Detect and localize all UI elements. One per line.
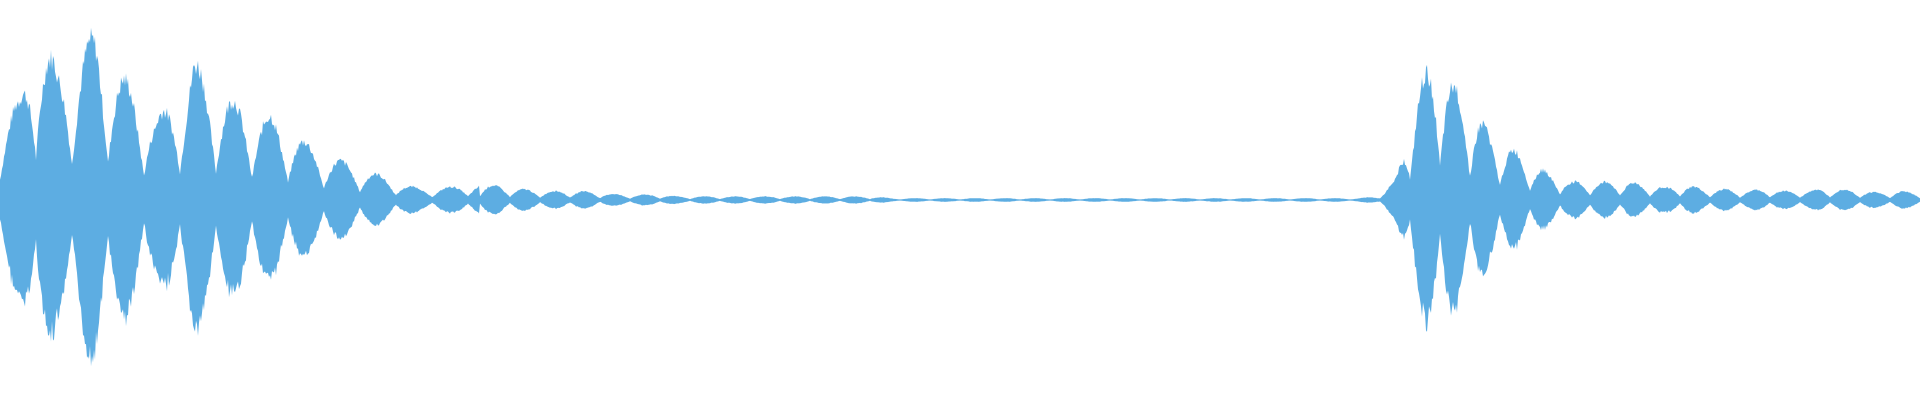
waveform-shape	[0, 27, 1920, 367]
